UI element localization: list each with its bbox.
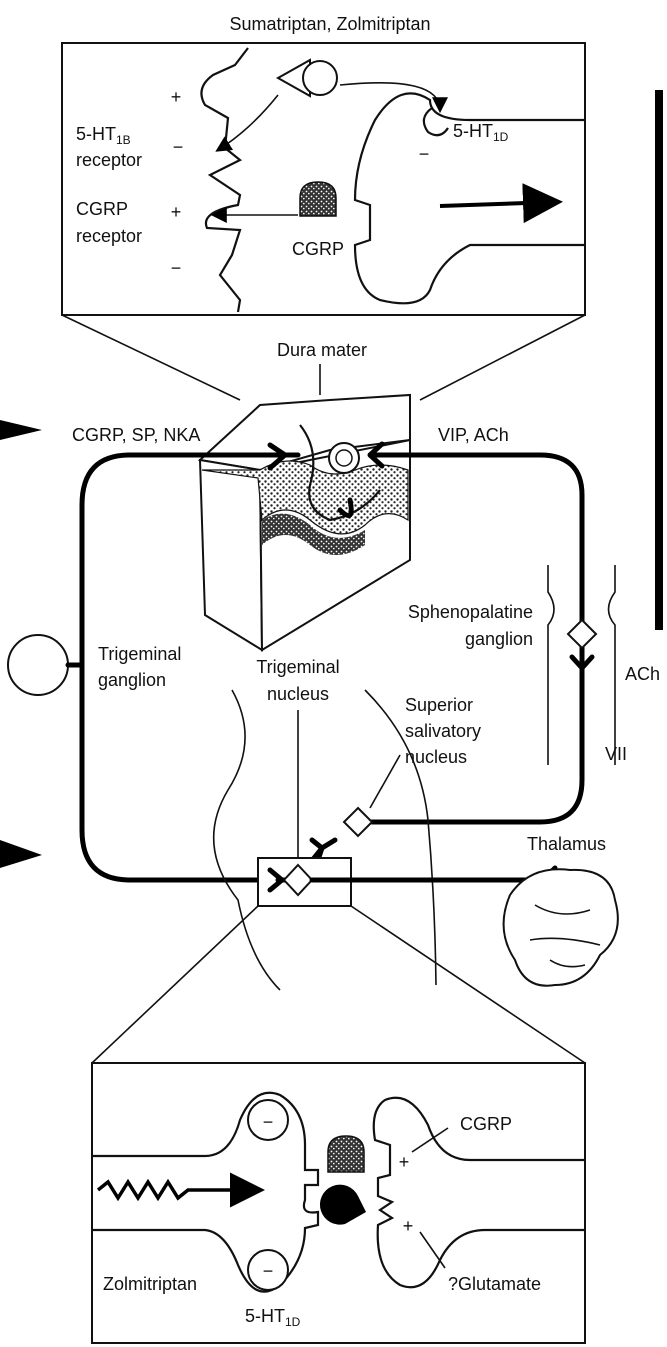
plus-sign-3: + bbox=[399, 1152, 410, 1172]
minus-sign-3: − bbox=[419, 144, 430, 164]
dura-mater-label: Dura mater bbox=[277, 340, 367, 360]
trigeminal-nucleus-label-1: Trigeminal bbox=[256, 657, 339, 677]
cgrp-label-top: CGRP bbox=[292, 239, 344, 259]
sp-ganglion-wall-right bbox=[609, 565, 616, 765]
trigeminal-nucleus-label-2: nucleus bbox=[267, 684, 329, 704]
superior-label-2: salivatory bbox=[405, 721, 481, 741]
vii-label: VII bbox=[605, 744, 627, 764]
plus-sign-2: + bbox=[171, 202, 182, 222]
trigeminal-ganglion-cell bbox=[8, 635, 68, 695]
thalamus-label: Thalamus bbox=[527, 834, 606, 854]
receptor-word-2: receptor bbox=[76, 226, 142, 246]
cgrp-receptor-label: CGRP bbox=[76, 199, 128, 219]
blood-vessel-lumen bbox=[336, 450, 352, 466]
sphenopalatine-ganglion-label: ganglion bbox=[465, 629, 533, 649]
minus-sign-1: − bbox=[173, 137, 184, 157]
glutamate-label: ?Glutamate bbox=[448, 1274, 541, 1294]
brainstem-outline-left bbox=[214, 690, 280, 990]
receptor-word-1: receptor bbox=[76, 150, 142, 170]
right-edge-bar bbox=[655, 90, 663, 630]
superior-label-1: Superior bbox=[405, 695, 473, 715]
dura-front-face-left bbox=[200, 460, 262, 650]
cgrp-vesicle-bottom bbox=[328, 1136, 364, 1172]
triptan-molecule-circle bbox=[303, 61, 337, 95]
sp-ganglion-cell bbox=[568, 620, 596, 648]
minus-sign-4: − bbox=[263, 1112, 274, 1132]
superior-leader bbox=[370, 755, 400, 808]
drugs-title: Sumatriptan, Zolmitriptan bbox=[229, 14, 430, 34]
cgrp-label-bottom: CGRP bbox=[460, 1114, 512, 1134]
sp-ganglion-wall-left bbox=[548, 565, 554, 765]
plus-sign-1: + bbox=[171, 87, 182, 107]
vip-ach-label: VIP, ACh bbox=[438, 425, 509, 445]
cgrp-vesicle-top bbox=[300, 182, 336, 216]
page-arrow-top bbox=[0, 420, 42, 440]
minus-sign-5: − bbox=[263, 1261, 274, 1281]
thalamus-shape bbox=[504, 869, 618, 985]
trigeminal-ganglion-label-2: ganglion bbox=[98, 670, 166, 690]
ach-label-right: ACh bbox=[625, 664, 660, 684]
neuropeptides-label: CGRP, SP, NKA bbox=[72, 425, 200, 445]
zoom-line-left-bottom bbox=[92, 906, 258, 1063]
page-arrow-bottom bbox=[0, 840, 42, 868]
minus-sign-2: − bbox=[171, 258, 182, 278]
zoom-line-left-top bbox=[62, 315, 240, 400]
superior-salivatory-cell bbox=[344, 808, 372, 836]
sphenopalatine-label: Sphenopalatine bbox=[408, 602, 533, 622]
plus-sign-4: + bbox=[403, 1216, 414, 1236]
zolmitriptan-label: Zolmitriptan bbox=[103, 1274, 197, 1294]
trigeminal-ganglion-label-1: Trigeminal bbox=[98, 644, 181, 664]
zoom-line-right-top bbox=[420, 315, 585, 400]
superior-label-3: nucleus bbox=[405, 747, 467, 767]
